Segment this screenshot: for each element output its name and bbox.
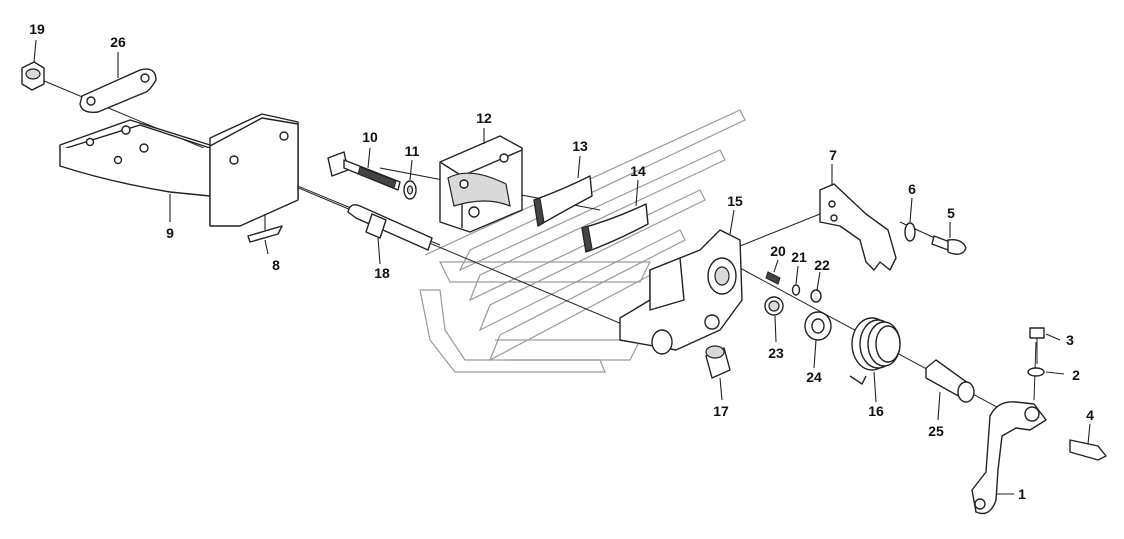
part-14-pad <box>581 203 649 253</box>
part-7-arm-bracket <box>819 183 897 271</box>
part-2-washer <box>1027 367 1045 377</box>
callout-6: 6 <box>908 181 916 197</box>
callout-3: 3 <box>1066 332 1074 348</box>
callout-1: 1 <box>1018 486 1026 502</box>
part-5-bolt <box>931 235 967 255</box>
callout-5: 5 <box>947 205 955 221</box>
callout-18: 18 <box>374 265 390 281</box>
part-3-bolt <box>1029 327 1045 364</box>
part-11-washer <box>403 180 417 200</box>
callout-20: 20 <box>770 243 786 259</box>
part-6-clip <box>904 222 916 242</box>
callout-13: 13 <box>572 138 588 154</box>
callout-12: 12 <box>476 110 492 126</box>
callout-16: 16 <box>868 403 884 419</box>
part-4-pin <box>1069 439 1107 461</box>
callout-24: 24 <box>806 369 822 385</box>
callout-23: 23 <box>768 345 784 361</box>
part-19-nut <box>21 61 45 91</box>
callout-7: 7 <box>829 147 837 163</box>
callout-26: 26 <box>110 34 126 50</box>
callout-25: 25 <box>928 423 944 439</box>
part-15-caliper-body <box>619 229 743 351</box>
part-13-pad <box>533 175 593 227</box>
part-22-cap <box>810 289 822 303</box>
part-23-bushing <box>764 296 784 316</box>
part-26-plate <box>79 68 157 114</box>
part-9-bracket <box>59 113 299 227</box>
callout-15: 15 <box>727 193 743 209</box>
part-12-pad-bracket <box>439 135 523 233</box>
callout-21: 21 <box>791 249 807 265</box>
part-21-ring <box>791 284 801 296</box>
callout-17: 17 <box>713 403 729 419</box>
callout-22: 22 <box>814 257 830 273</box>
part-24-washer <box>804 311 832 341</box>
part-1-lever <box>971 401 1047 515</box>
callout-8: 8 <box>272 257 280 273</box>
part-18-pin <box>347 204 433 251</box>
callout-leaders <box>33 39 1091 495</box>
part-25-sleeve <box>925 359 975 403</box>
callout-19: 19 <box>29 21 45 37</box>
part-20-spring <box>765 271 781 285</box>
callout-14: 14 <box>630 163 646 179</box>
part-17-bushing <box>651 329 731 379</box>
callout-11: 11 <box>405 143 420 159</box>
callout-labels: 19 26 9 8 10 11 12 13 14 15 18 17 23 24 … <box>29 21 1094 502</box>
part-10-bolt <box>327 151 401 191</box>
callout-2: 2 <box>1072 367 1080 383</box>
part-8-shim <box>247 214 283 243</box>
part-16-coil-spring <box>849 317 901 385</box>
callout-10: 10 <box>362 129 378 145</box>
callout-9: 9 <box>166 225 174 241</box>
callout-4: 4 <box>1086 407 1094 423</box>
